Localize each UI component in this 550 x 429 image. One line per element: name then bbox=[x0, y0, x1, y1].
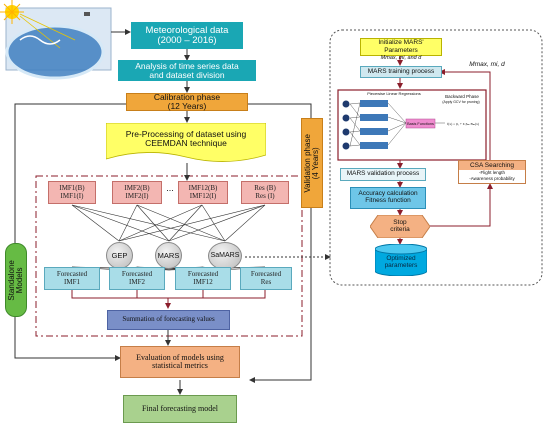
calibration-phase-box: Calibration phase (12 Years) bbox=[126, 93, 248, 111]
stop-criteria-label: Stop criteria bbox=[390, 218, 410, 233]
standalone-models-text: Standalone Models bbox=[6, 259, 25, 301]
backward-sub-label: (Apply GCV for pruning) bbox=[442, 100, 480, 105]
validation-phase-label: Validation phase (4 Years) bbox=[301, 118, 323, 208]
optimized-parameters-node: Optimized parameters bbox=[375, 244, 427, 276]
basis-functions-label: Basis Functions bbox=[407, 121, 434, 126]
backward-phase-label: Backward Phase bbox=[445, 93, 479, 99]
init-params-box: Initialize MARS' Parameters Mmax, mi, an… bbox=[360, 38, 442, 61]
mars-model-node: MARS bbox=[155, 242, 182, 269]
analysis-box: Analysis of time series data and dataset… bbox=[118, 60, 256, 81]
mars-network-diagram: f(x) = β₀ + Σ βₘ Bₘ(x) bbox=[342, 100, 480, 150]
csa-item-awareness: -Awareness probability bbox=[469, 176, 515, 181]
satellite-illustration bbox=[0, 0, 112, 80]
gep-model-node: GEP bbox=[106, 242, 133, 269]
mars-training-box: MARS training process bbox=[360, 66, 442, 78]
validation-phase-text: Validation phase (4 Years) bbox=[302, 133, 320, 193]
init-params: Mmax, mi, and d bbox=[380, 55, 422, 61]
accuracy-box: Accuracy calculation Fitness function bbox=[350, 187, 426, 209]
stop-criteria-node: Stop criteria bbox=[370, 215, 430, 238]
svg-text:f(x) = β₀ + Σ βₘ Bₘ(x): f(x) = β₀ + Σ βₘ Bₘ(x) bbox=[447, 122, 480, 126]
csa-title: CSA Searching bbox=[459, 161, 525, 170]
regression-title: Piecewise Linear Regressions bbox=[367, 91, 421, 97]
preprocess-label: Pre-Processing of dataset using CEEMDAN … bbox=[125, 129, 247, 148]
summation-box: Summation of forecasting values bbox=[107, 310, 230, 330]
res-box: Res (B) Res (I) bbox=[241, 181, 289, 204]
forecasted-imf12-box: Forecasted IMF12 bbox=[175, 267, 231, 290]
imf12-box: IMF12(B) IMF12(I) bbox=[178, 181, 228, 204]
final-model-box: Final forecasting model bbox=[123, 395, 237, 423]
imf1-box: IMF1(B) IMF1(I) bbox=[48, 181, 96, 204]
params-label: Mmax, mi, d bbox=[469, 60, 505, 68]
csa-item-flight: -Flight length bbox=[478, 170, 505, 175]
init-title: Initialize MARS' Parameters bbox=[378, 39, 424, 54]
standalone-models-label: Standalone Models bbox=[5, 243, 27, 317]
preprocess-box: Pre-Processing of dataset using CEEMDAN … bbox=[106, 123, 266, 163]
optimized-parameters-label: Optimized parameters bbox=[384, 255, 418, 269]
evaluation-box: Evaluation of models using statistical m… bbox=[120, 346, 240, 378]
forecasted-imf2-box: Forecasted IMF2 bbox=[109, 267, 165, 290]
imf-ellipsis: ... bbox=[166, 183, 174, 194]
meteorological-data-box: Meteorological data (2000 – 2016) bbox=[131, 22, 243, 49]
forecasted-res-box: Forecasted Res bbox=[240, 267, 292, 290]
forecasted-imf1-box: Forecasted IMF1 bbox=[44, 267, 100, 290]
csa-searching-box: CSA Searching -Flight length -Awareness … bbox=[458, 160, 526, 184]
imf2-box: IMF2(B) IMF2(I) bbox=[112, 181, 162, 204]
mars-validation-box: MARS validation process bbox=[340, 168, 426, 181]
samars-model-node: SaMARS bbox=[208, 242, 242, 270]
